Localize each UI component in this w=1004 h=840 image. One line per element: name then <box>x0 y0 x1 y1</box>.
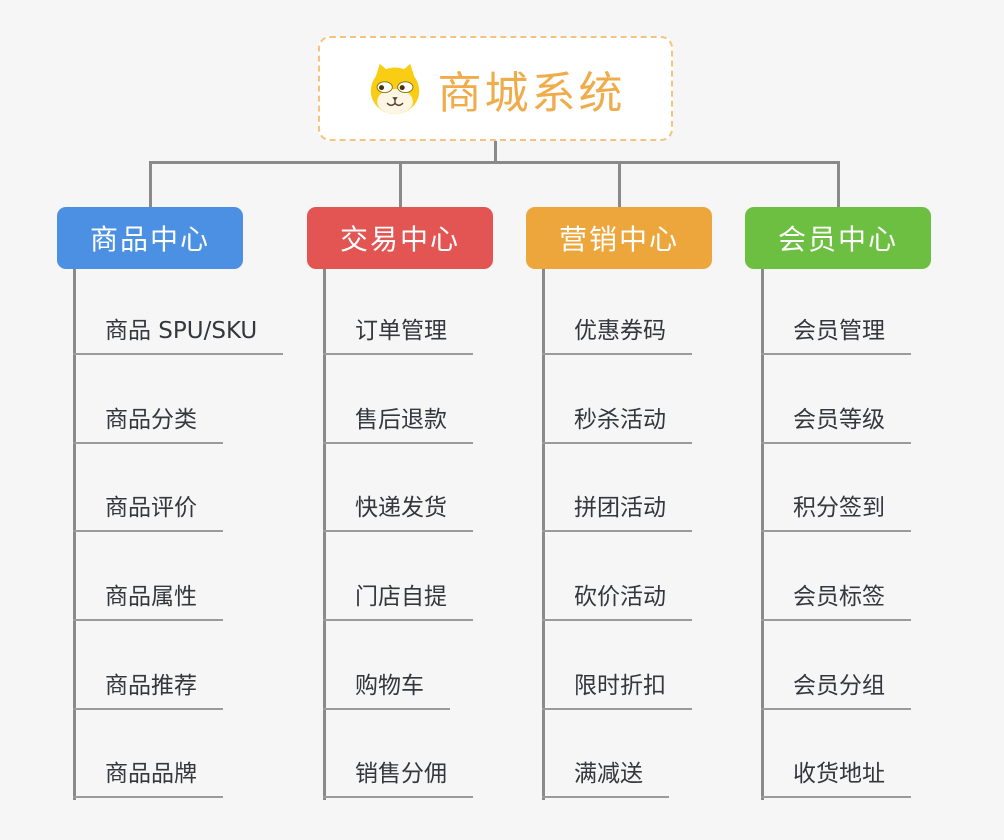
sub-item[interactable]: 会员分组 <box>761 666 911 710</box>
connector-branch-drop <box>618 161 621 207</box>
branch-label: 商品中心 <box>89 223 210 256</box>
root-title: 商城系统 <box>437 67 626 119</box>
root-node[interactable]: 商城系统 <box>318 36 673 141</box>
sub-item[interactable]: 收货地址 <box>761 754 911 798</box>
branch-label: 交易中心 <box>339 223 460 256</box>
branch-node[interactable]: 商品中心 <box>57 207 243 269</box>
sub-item[interactable]: 会员管理 <box>761 311 911 355</box>
sub-item[interactable]: 订单管理 <box>323 311 473 355</box>
connector-bus <box>149 161 840 164</box>
sub-item[interactable]: 砍价活动 <box>542 577 692 621</box>
branch-label: 会员中心 <box>777 223 898 256</box>
connector-branch-drop <box>399 161 402 207</box>
sub-item[interactable]: 满减送 <box>542 754 669 798</box>
branch-node[interactable]: 会员中心 <box>745 207 931 269</box>
connector-branch-drop <box>837 161 840 207</box>
sub-item[interactable]: 秒杀活动 <box>542 400 692 444</box>
sub-item[interactable]: 快递发货 <box>323 488 473 532</box>
connector-branch-drop <box>149 161 152 207</box>
branch-spine-line <box>73 269 76 800</box>
branch-spine-line <box>323 269 326 800</box>
sub-item[interactable]: 门店自提 <box>323 577 473 621</box>
sub-item[interactable]: 商品 SPU/SKU <box>73 311 284 355</box>
dog-face-icon <box>370 63 419 114</box>
sub-item[interactable]: 商品推荐 <box>73 666 223 710</box>
branch-spine-line <box>542 269 545 800</box>
branch-spine-line <box>761 269 764 800</box>
sub-item[interactable]: 会员等级 <box>761 400 911 444</box>
branch-node[interactable]: 交易中心 <box>307 207 493 269</box>
sub-item[interactable]: 限时折扣 <box>542 666 692 710</box>
sub-item[interactable]: 商品评价 <box>73 488 223 532</box>
sub-item[interactable]: 积分签到 <box>761 488 911 532</box>
sub-item[interactable]: 商品品牌 <box>73 754 223 798</box>
connector-root-stub <box>494 141 497 164</box>
sub-item[interactable]: 商品分类 <box>73 400 223 444</box>
sub-item[interactable]: 购物车 <box>323 666 450 710</box>
sub-item[interactable]: 售后退款 <box>323 400 473 444</box>
sub-item[interactable]: 销售分佣 <box>323 754 473 798</box>
sub-item[interactable]: 会员标签 <box>761 577 911 621</box>
branch-node[interactable]: 营销中心 <box>526 207 712 269</box>
sub-item[interactable]: 拼团活动 <box>542 488 692 532</box>
sub-item[interactable]: 商品属性 <box>73 577 223 621</box>
branch-label: 营销中心 <box>558 223 679 256</box>
sub-item[interactable]: 优惠券码 <box>542 311 692 355</box>
